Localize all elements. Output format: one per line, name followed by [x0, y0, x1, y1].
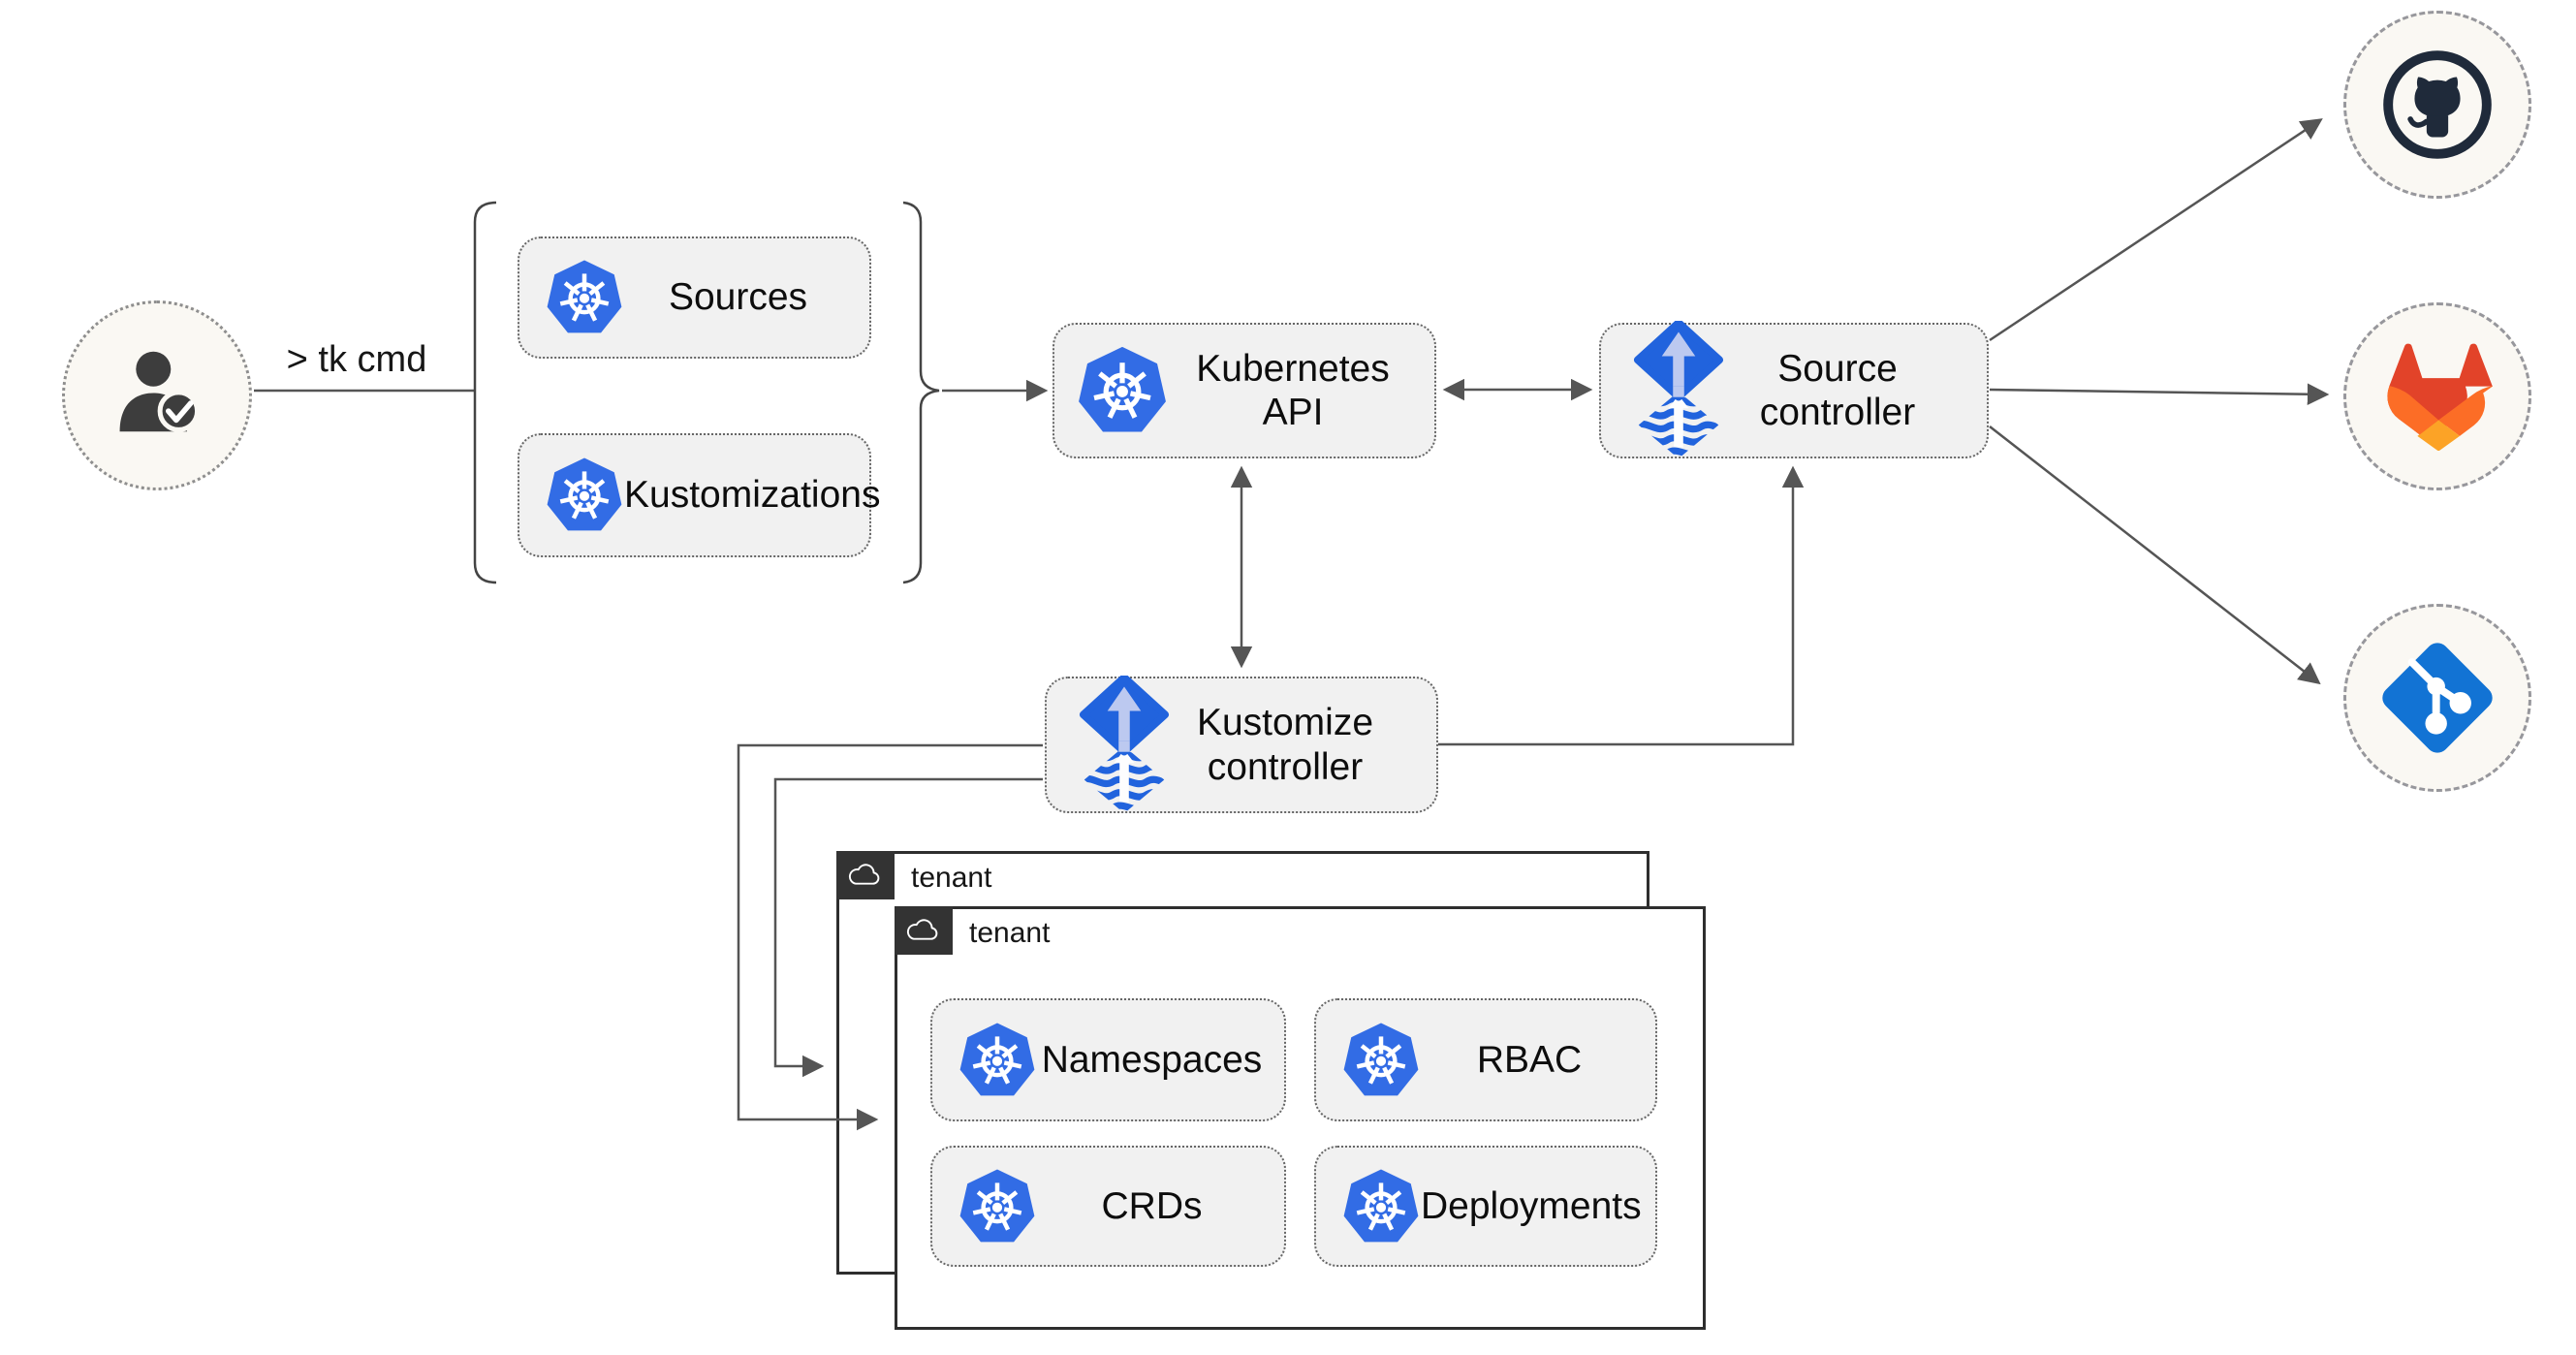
kubernetes-icon [958, 1167, 1037, 1246]
user-check-icon [97, 335, 217, 456]
kubernetes-icon [1341, 1167, 1421, 1246]
tenant-tab [836, 851, 895, 899]
github-remote [2343, 11, 2531, 199]
kubernetes-icon [1341, 1021, 1421, 1100]
kubernetes-api-label: Kubernetes API [1196, 347, 1390, 433]
gitlab-icon [2380, 343, 2495, 451]
kubernetes-api-node: Kubernetes API [1052, 323, 1436, 458]
bracket-right [902, 201, 940, 584]
git-icon [2373, 634, 2501, 762]
edge-source-to-github [1989, 118, 2323, 342]
edge-kustomize-to-source-controller [1438, 465, 1805, 746]
kustomize-controller-node: Kustomize controller [1045, 677, 1438, 813]
crds-node: CRDs [930, 1146, 1286, 1267]
deployments-node: Deployments [1314, 1146, 1657, 1267]
kustomize-controller-label: Kustomize controller [1196, 702, 1374, 788]
tenant-label: tenant [969, 917, 1051, 949]
gitlab-remote [2343, 302, 2531, 490]
edge-source-to-gitlab [1989, 383, 2330, 405]
source-controller-label: Source controller [1759, 347, 1916, 433]
tenant-tab [895, 906, 953, 955]
kustomizations-label: Kustomizations [624, 474, 881, 517]
edge-source-to-git [1989, 425, 2321, 685]
kubernetes-icon [958, 1021, 1037, 1100]
kustomizations-node: Kustomizations [518, 433, 880, 557]
git-remote [2343, 604, 2531, 792]
crds-label: CRDs [1101, 1184, 1203, 1227]
tenant-label: tenant [911, 862, 992, 894]
github-icon [2377, 45, 2497, 165]
sources-node: Sources [518, 236, 871, 359]
source-controller-node: Source controller [1599, 323, 1989, 458]
deployments-label: Deployments [1421, 1184, 1642, 1227]
kubernetes-icon [1076, 344, 1169, 437]
sources-label: Sources [668, 276, 808, 319]
flux-icon [1630, 321, 1727, 460]
rbac-label: RBAC [1476, 1038, 1583, 1081]
kubernetes-icon [545, 456, 624, 535]
rbac-node: RBAC [1314, 998, 1657, 1121]
user-actor [62, 300, 252, 490]
flux-icon [1076, 676, 1173, 815]
namespaces-label: Namespaces [1041, 1038, 1263, 1081]
bracket-left [473, 201, 497, 584]
kubernetes-icon [545, 258, 624, 337]
cli-command-label: > tk cmd [286, 339, 427, 380]
cloud-icon [905, 918, 942, 944]
cloud-icon [847, 863, 884, 889]
namespaces-node: Namespaces [930, 998, 1286, 1121]
